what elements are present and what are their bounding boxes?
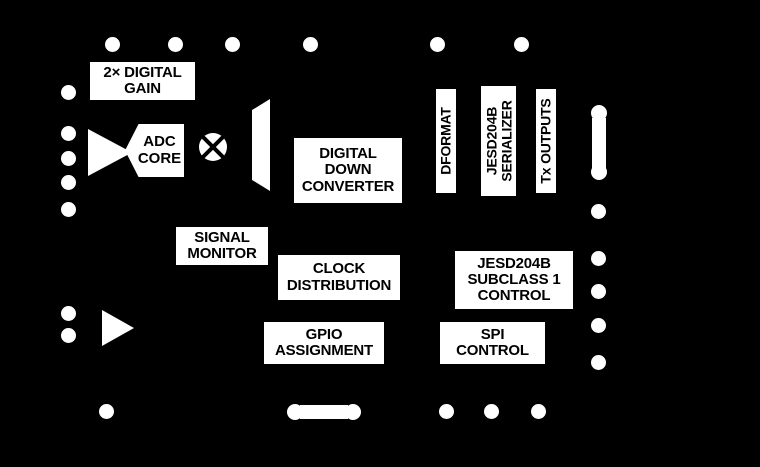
- pad-bottom-3[interactable]: [345, 404, 361, 420]
- pad-bottom-6[interactable]: [531, 404, 546, 419]
- decimation-filter-symbol: [252, 99, 270, 191]
- pad-right-6[interactable]: [591, 318, 606, 333]
- pad-right-1[interactable]: [591, 105, 607, 121]
- block-tx-outputs[interactable]: Tx OUTPUTS: [536, 89, 556, 193]
- pad-left-4[interactable]: [61, 175, 76, 190]
- pad-bottom-1[interactable]: [99, 404, 114, 419]
- pad-top-4[interactable]: [303, 37, 318, 52]
- block-jesd204b-serializer-label: JESD204B SERIALIZER: [482, 100, 514, 182]
- pad-right-differential-pair-bar: [592, 118, 606, 168]
- pad-bottom-2[interactable]: [287, 404, 303, 420]
- block-clock-distribution[interactable]: CLOCK DISTRIBUTION: [278, 255, 400, 300]
- pad-left-1[interactable]: [61, 85, 76, 100]
- pad-right-7[interactable]: [591, 355, 606, 370]
- pad-left-3[interactable]: [61, 151, 76, 166]
- block-adc-core[interactable]: ADC CORE: [125, 124, 184, 177]
- block-gpio-assignment[interactable]: GPIO ASSIGNMENT: [264, 322, 384, 364]
- pad-top-1[interactable]: [105, 37, 120, 52]
- pad-left-2[interactable]: [61, 126, 76, 141]
- pad-left-lower-2[interactable]: [61, 328, 76, 343]
- mixer-icon: [199, 133, 227, 161]
- block-spi-control[interactable]: SPI CONTROL: [440, 322, 545, 364]
- block-digital-down-converter[interactable]: DIGITAL DOWN CONVERTER: [294, 138, 402, 203]
- block-dformat[interactable]: DFORMAT: [436, 89, 456, 193]
- clock-amplifier-symbol: [102, 310, 134, 346]
- pad-right-3[interactable]: [591, 204, 606, 219]
- pad-left-lower-1[interactable]: [61, 306, 76, 321]
- pad-right-4[interactable]: [591, 251, 606, 266]
- pad-bottom-4[interactable]: [439, 404, 454, 419]
- block-dformat-label: DFORMAT: [437, 107, 454, 175]
- pad-top-6[interactable]: [514, 37, 529, 52]
- pad-right-2[interactable]: [591, 164, 607, 180]
- pad-top-3[interactable]: [225, 37, 240, 52]
- pad-bottom-differential-pair-bar: [300, 405, 348, 419]
- input-amplifier-symbol: [88, 129, 132, 176]
- pad-bottom-5[interactable]: [484, 404, 499, 419]
- block-signal-monitor[interactable]: SIGNAL MONITOR: [176, 227, 268, 265]
- block-tx-outputs-label: Tx OUTPUTS: [537, 98, 554, 184]
- pad-right-5[interactable]: [591, 284, 606, 299]
- block-jesd204b-serializer[interactable]: JESD204B SERIALIZER: [481, 86, 516, 196]
- pad-left-5[interactable]: [61, 202, 76, 217]
- pad-top-5[interactable]: [430, 37, 445, 52]
- block-jesd204b-subclass1-control[interactable]: JESD204B SUBCLASS 1 CONTROL: [455, 251, 573, 309]
- block-digital-gain[interactable]: 2× DIGITAL GAIN: [90, 62, 195, 100]
- pad-top-2[interactable]: [168, 37, 183, 52]
